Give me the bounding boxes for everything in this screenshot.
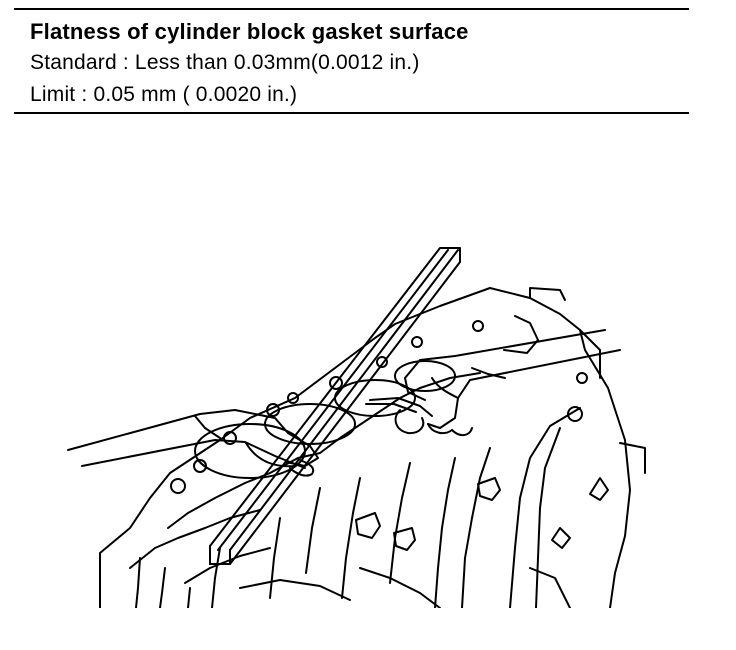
feeler-gauge-drawing	[365, 397, 433, 417]
spec-standard: Standard : Less than 0.03mm(0.0012 in.)	[30, 51, 420, 74]
spec-limit: Limit : 0.05 mm ( 0.0020 in.)	[30, 83, 298, 106]
spec-title: Flatness of cylinder block gasket surfac…	[30, 19, 469, 44]
left-hand-drawing	[67, 409, 319, 477]
right-hand-drawing	[394, 329, 621, 436]
cylinder-block-illustration	[60, 228, 660, 608]
spec-box: Flatness of cylinder block gasket surfac…	[14, 8, 689, 114]
straightedge-drawing	[209, 247, 461, 565]
illustration-svg	[67, 247, 646, 608]
cylinder-block-drawing	[99, 287, 646, 608]
